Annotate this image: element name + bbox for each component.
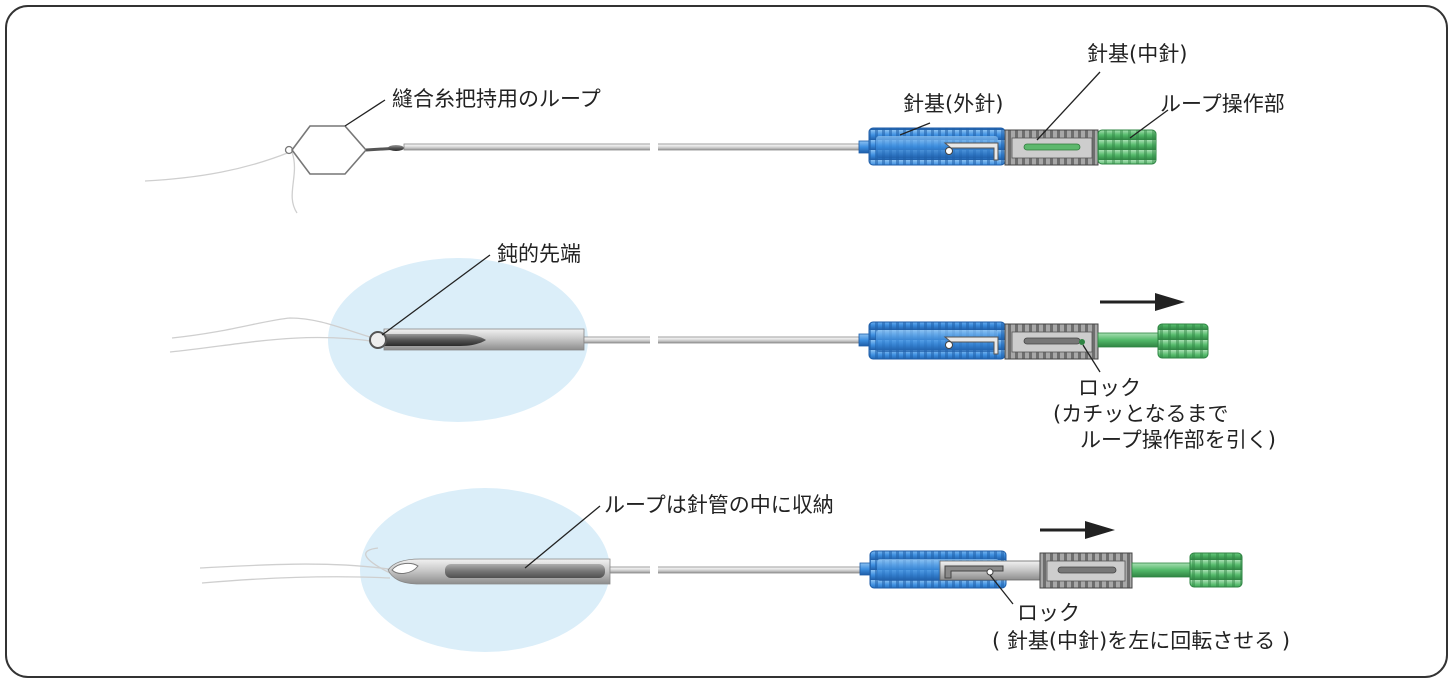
stored-loop-label: ループは針管の中に収納 <box>604 493 834 517</box>
needle-shaft <box>403 143 860 151</box>
suture-thread <box>201 576 391 584</box>
suture-thread <box>144 151 291 182</box>
suture-thread <box>199 563 396 571</box>
inner-hub-label: 針基(中針) <box>1087 42 1187 66</box>
loop-control-handle <box>1189 552 1243 588</box>
blunt-tip-label: 鈍的先端 <box>497 242 581 266</box>
loop-control-label: ループ操作部 <box>1160 92 1285 116</box>
stored-loop <box>445 564 605 578</box>
lock-note-line2: ループ操作部を引く) <box>1080 428 1276 452</box>
row2-device <box>169 258 1209 422</box>
loop-control-handle <box>1097 129 1157 165</box>
suture-thread <box>365 547 391 574</box>
loop-label: 縫合糸把持用のループ <box>392 87 601 111</box>
lock-note-line1: (カチッとなるまで <box>1053 402 1229 426</box>
lock-label: ロック <box>1078 376 1141 400</box>
outer-hub-label: 針基(外針) <box>903 92 1003 116</box>
right-arrow-icon <box>1100 293 1185 311</box>
suture-thread <box>291 151 298 214</box>
row1-leaders <box>344 71 1169 141</box>
right-arrow-icon <box>1040 521 1115 539</box>
row1-device <box>144 125 1157 214</box>
suture-thread <box>169 336 379 353</box>
loop-control-handle <box>1157 323 1209 359</box>
suture-thread <box>171 317 381 341</box>
blunt-tip <box>369 331 387 349</box>
lock-note: ( 針基(中針)を左に回転させる ) <box>992 629 1290 653</box>
row3-device <box>199 488 1243 652</box>
lock-label: ロック <box>1017 601 1080 625</box>
